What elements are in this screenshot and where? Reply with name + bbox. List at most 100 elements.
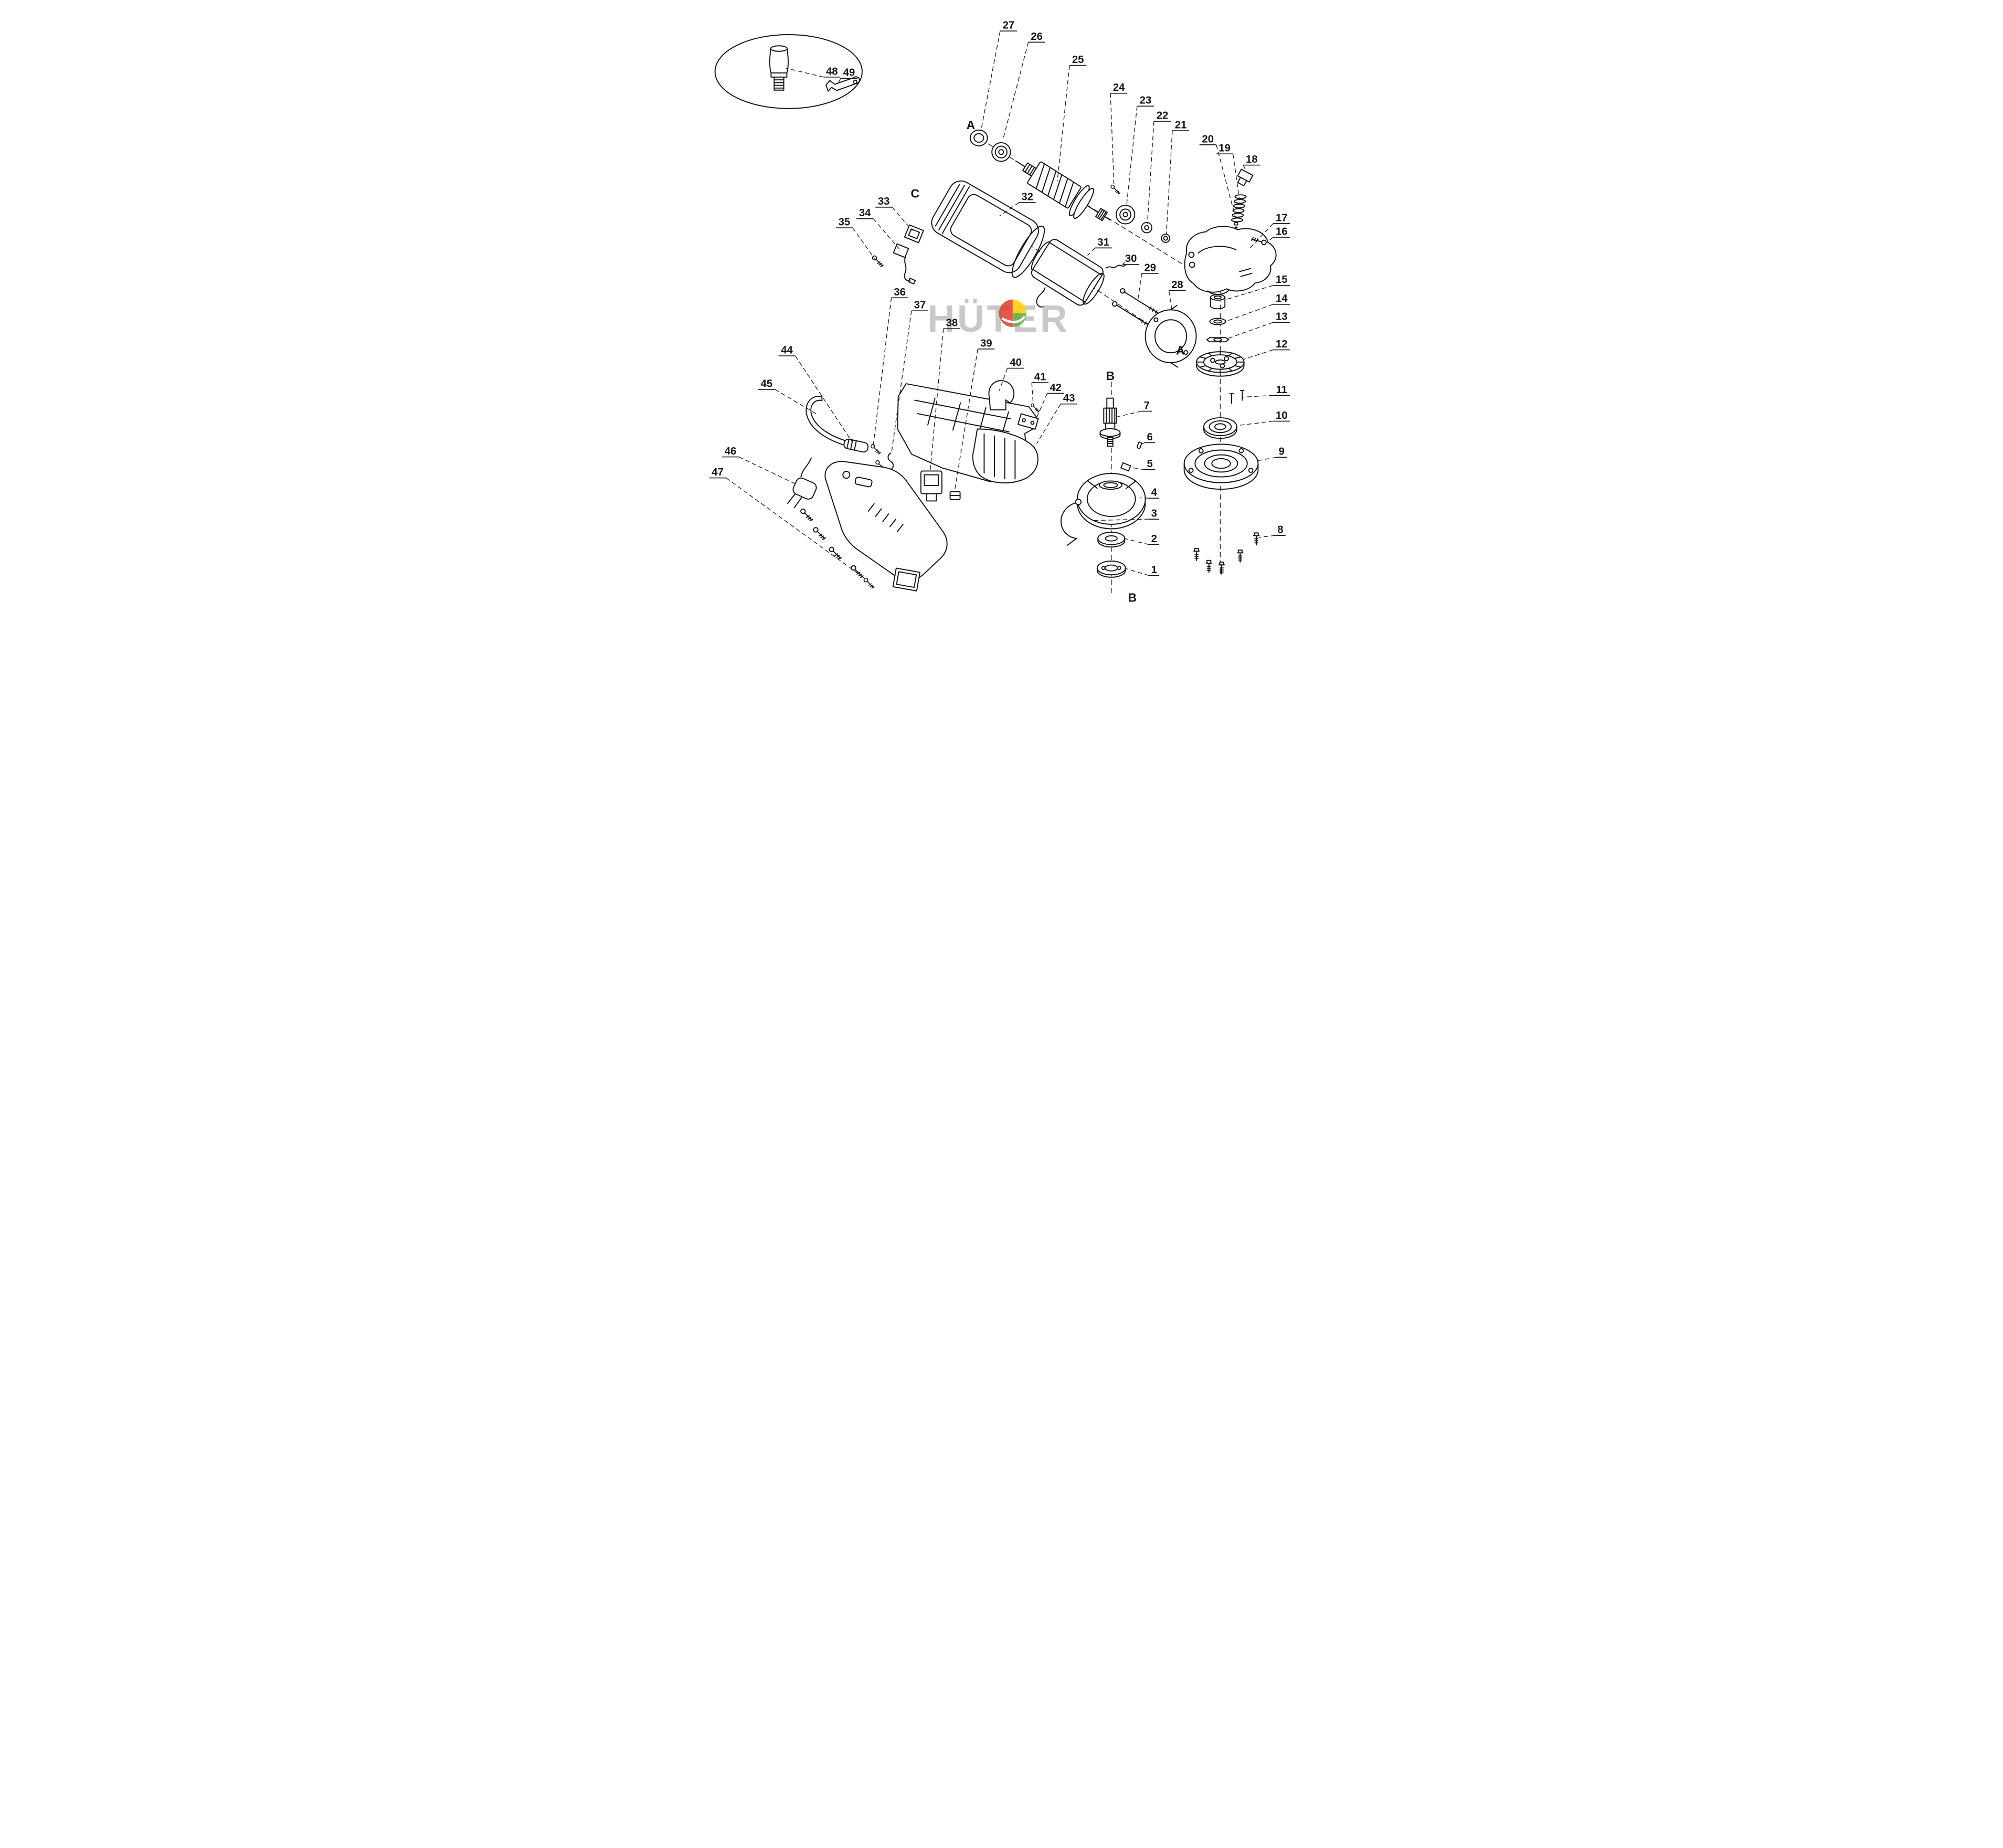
part-label-3: 3 bbox=[1151, 508, 1157, 520]
part-label-35: 35 bbox=[838, 216, 850, 228]
bearing-cover-27 bbox=[969, 129, 988, 146]
part-label-46: 46 bbox=[724, 446, 736, 457]
part-label-44: 44 bbox=[781, 344, 793, 356]
part-label-12: 12 bbox=[1276, 339, 1288, 350]
axis-letter-c-1: C bbox=[910, 187, 919, 200]
part-label-2: 2 bbox=[1151, 533, 1157, 545]
part-label-24: 24 bbox=[1112, 82, 1125, 93]
bearing-plate-28 bbox=[1144, 304, 1197, 368]
leader-line-9 bbox=[1257, 457, 1277, 461]
block-5 bbox=[1120, 462, 1131, 472]
part-label-41: 41 bbox=[1034, 372, 1046, 383]
part-label-13: 13 bbox=[1276, 311, 1288, 323]
watermark: HÜTER bbox=[927, 298, 1067, 340]
leader-line-34 bbox=[873, 218, 900, 250]
leader-line-38 bbox=[929, 329, 944, 471]
leader-line-32 bbox=[999, 202, 1019, 216]
axis-letter-a-2: A bbox=[1176, 343, 1185, 357]
part-label-19: 19 bbox=[1218, 143, 1231, 154]
part-label-27: 27 bbox=[1002, 20, 1014, 31]
part-label-30: 30 bbox=[1125, 253, 1137, 265]
leader-line-43 bbox=[1036, 404, 1061, 444]
part-label-4: 4 bbox=[1151, 487, 1157, 499]
stator-bolts-29 bbox=[1111, 288, 1160, 328]
leader-line-6 bbox=[1141, 442, 1145, 445]
motor-housing-32 bbox=[931, 180, 1045, 278]
leader-line-26 bbox=[1002, 42, 1029, 140]
leader-line-16 bbox=[1266, 237, 1274, 244]
nut-21 bbox=[1160, 234, 1170, 243]
part-label-32: 32 bbox=[1021, 191, 1033, 203]
part-label-29: 29 bbox=[1144, 262, 1156, 273]
part-label-26: 26 bbox=[1031, 31, 1043, 43]
bearing-26 bbox=[991, 142, 1011, 162]
part-label-21: 21 bbox=[1174, 119, 1186, 131]
leader-line-15 bbox=[1224, 285, 1273, 300]
key-6 bbox=[1136, 441, 1142, 449]
leader-line-7 bbox=[1117, 410, 1142, 417]
axis-letter-a-0: A bbox=[966, 118, 975, 132]
clamp-nut-1 bbox=[1096, 561, 1126, 578]
plug-46 bbox=[787, 457, 817, 509]
part-label-18: 18 bbox=[1246, 154, 1258, 165]
part-label-37: 37 bbox=[914, 300, 926, 311]
leader-line-45 bbox=[775, 389, 818, 416]
labels-layer: 1234567891011121314151617181920212223242… bbox=[708, 20, 1290, 604]
leader-line-37 bbox=[891, 311, 912, 454]
part-label-25: 25 bbox=[1072, 54, 1084, 66]
part-label-23: 23 bbox=[1139, 95, 1151, 107]
leader-line-35 bbox=[852, 227, 875, 259]
leader-line-21 bbox=[1165, 130, 1173, 235]
leader-line-10 bbox=[1236, 420, 1273, 426]
shell-43 bbox=[972, 428, 1038, 483]
handle-door bbox=[892, 567, 920, 592]
part-label-22: 22 bbox=[1156, 110, 1168, 121]
part-label-43: 43 bbox=[1063, 393, 1075, 404]
part-label-48: 48 bbox=[825, 66, 838, 77]
spring-19 bbox=[1231, 194, 1246, 223]
leader-line-4 bbox=[1139, 497, 1149, 499]
leader-line-40 bbox=[999, 368, 1008, 391]
leader-line-29 bbox=[1137, 273, 1142, 301]
part-label-28: 28 bbox=[1171, 279, 1183, 291]
leader-line-5 bbox=[1129, 467, 1144, 470]
leader-line-46 bbox=[738, 456, 795, 484]
leader-line-19 bbox=[1232, 154, 1240, 200]
brush-holder-33 bbox=[904, 224, 924, 244]
bearing-23 bbox=[1115, 205, 1135, 225]
part-label-16: 16 bbox=[1276, 226, 1288, 237]
part-label-8: 8 bbox=[1277, 524, 1283, 536]
spindle-7 bbox=[1099, 397, 1120, 447]
bearing-10 bbox=[1203, 417, 1237, 439]
leader-line-20 bbox=[1215, 144, 1237, 221]
part-label-42: 42 bbox=[1050, 382, 1062, 394]
bushing-15 bbox=[1210, 294, 1225, 310]
leader-line-25 bbox=[1056, 65, 1070, 182]
leader-line-28 bbox=[1168, 290, 1172, 310]
guard-clamp-3 bbox=[1060, 499, 1082, 546]
wrench-49 bbox=[825, 76, 860, 92]
rear-handle-housing bbox=[824, 461, 948, 592]
part-label-40: 40 bbox=[1010, 357, 1022, 368]
part-label-49: 49 bbox=[843, 67, 855, 79]
part-label-33: 33 bbox=[877, 196, 889, 207]
gear-12 bbox=[1195, 351, 1245, 377]
nut-13 bbox=[1206, 337, 1229, 343]
screws-8 bbox=[1193, 532, 1259, 575]
switch-38 bbox=[920, 470, 942, 502]
inner-flange-2 bbox=[1097, 532, 1125, 548]
leader-line-36 bbox=[872, 298, 892, 447]
leader-line-17 bbox=[1249, 223, 1274, 249]
leader-line-14 bbox=[1225, 304, 1273, 322]
side-handle-48 bbox=[769, 45, 789, 91]
part-label-15: 15 bbox=[1276, 274, 1288, 286]
leader-line-18 bbox=[1243, 165, 1246, 172]
washer-22 bbox=[1140, 221, 1152, 234]
button-39 bbox=[949, 491, 961, 500]
leader-line-44 bbox=[794, 355, 853, 443]
stator-wires-30 bbox=[1036, 265, 1126, 308]
pins-11 bbox=[1229, 390, 1245, 404]
gear-housing-17 bbox=[1184, 226, 1276, 295]
leader-line-39 bbox=[953, 349, 978, 492]
